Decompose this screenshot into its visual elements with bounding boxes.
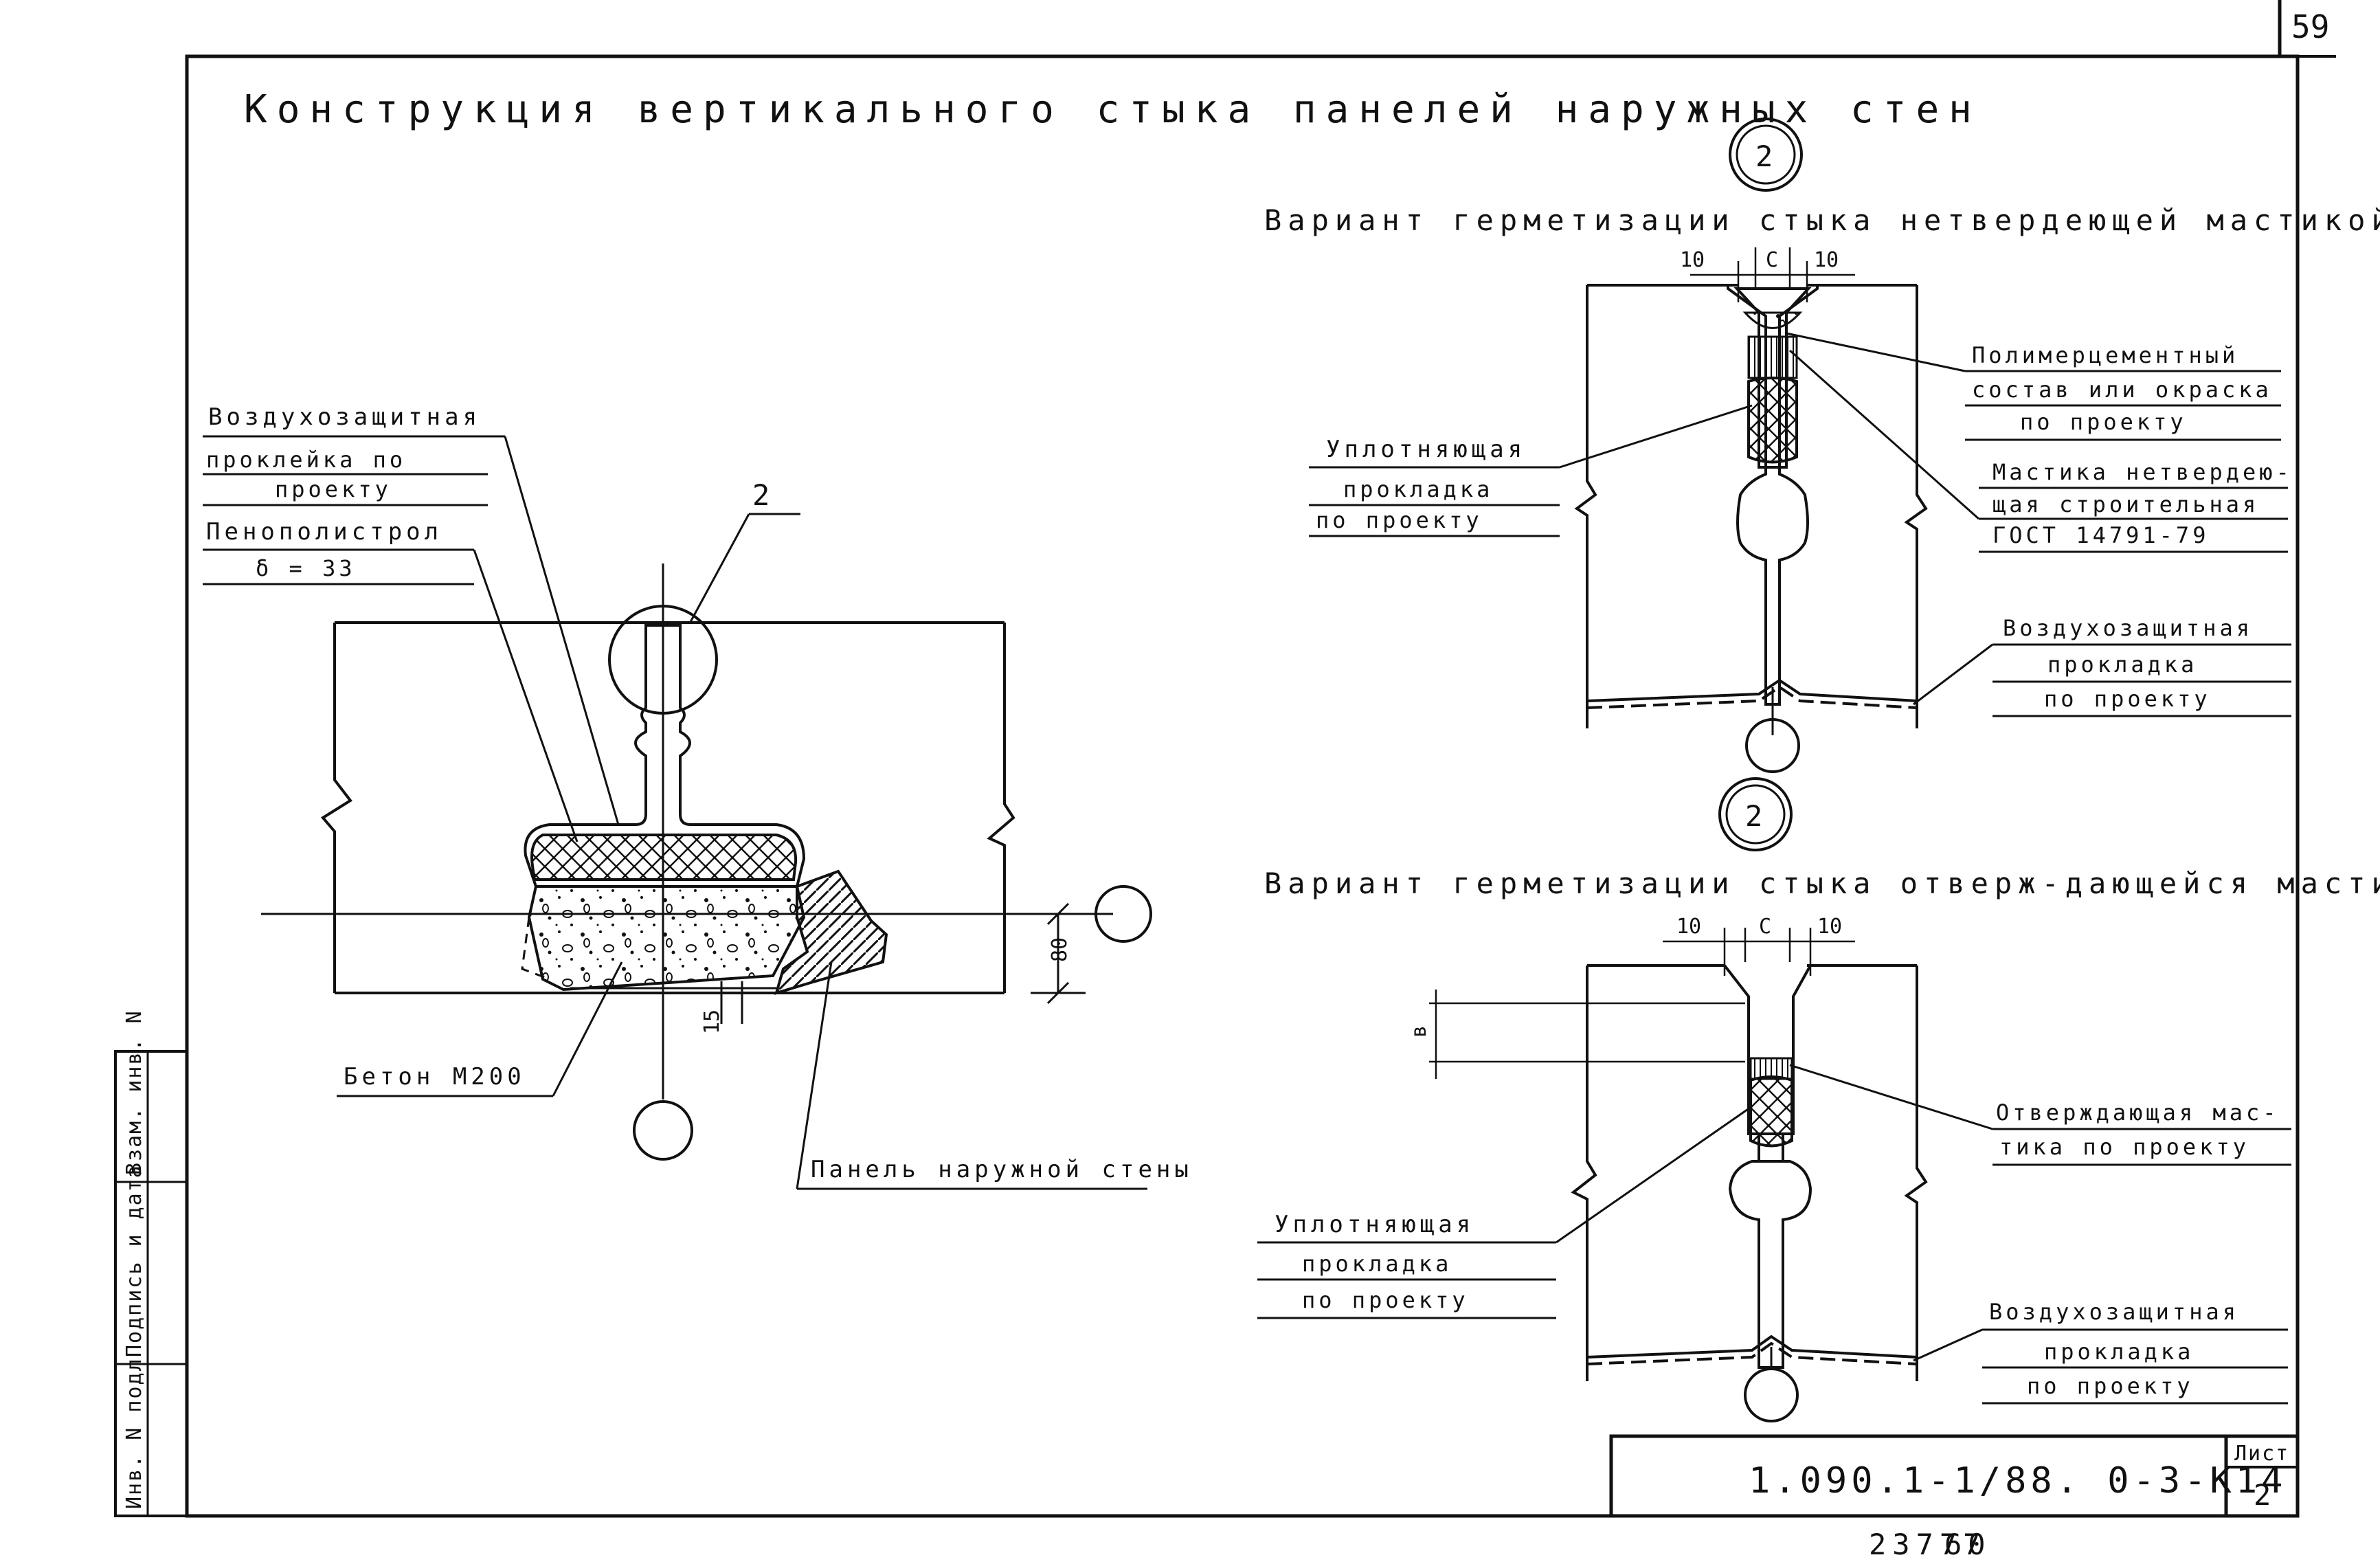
v2-label-curing-1: Отверждающая мас- (1996, 1099, 2280, 1126)
v1-dim-right: 10 (1814, 248, 1839, 272)
v1-label-seal-2: прокладка (1343, 476, 1493, 502)
v1-label-seal-1: Уплотняющая (1326, 436, 1526, 463)
footer-number-1: 23777 (1869, 1528, 1986, 1561)
v1-dim-mid: С (1766, 248, 1778, 272)
v2-dim-right: 10 (1817, 915, 1842, 939)
v1-label-mastic-2: щая строительная (1992, 491, 2259, 517)
label-air-tape-3: проекту (275, 476, 392, 502)
stamp-inv-podl: Инв. N подл (122, 1357, 146, 1509)
variant-1-title: Вариант герметизации стыка нетвердеющей … (1264, 203, 2380, 237)
variant-2-detail: 2 Вариант герметизации стыка отверж-дающ… (1257, 777, 2380, 1422)
dim-15: 15 (700, 1009, 724, 1034)
v1-label-polymer-2: состав или окраска (1972, 377, 2272, 403)
v2-label-seal-2: прокладка (1302, 1251, 1452, 1277)
stamp-signature-date: Подпись и дата (122, 1164, 146, 1357)
sheet-label: Лист (2234, 1442, 2289, 1466)
footer-number-2: 60 (1944, 1528, 1992, 1561)
page-number-box: 59 (2278, 0, 2336, 58)
v2-dim-depth: в (1407, 1025, 1431, 1038)
v1-label-air-2: прокладка (2047, 651, 2197, 678)
v2-dim-left: 10 (1676, 915, 1701, 939)
stamp-vzam-inv: Взам. инв. N (122, 1009, 146, 1175)
v1-label-air-1: Воздухозащитная (2003, 615, 2253, 641)
v2-label-seal-3: по проекту (1302, 1287, 1469, 1313)
v1-label-air-3: по проекту (2044, 686, 2211, 712)
left-callout-number: 2 (752, 478, 776, 512)
v2-dim-mid: С (1759, 915, 1771, 939)
v1-label-mastic-3: ГОСТ 14791-79 (1992, 522, 2209, 548)
label-air-tape-2: проклейка по (206, 447, 406, 473)
variant-2-callout: 2 (1745, 799, 1769, 833)
v1-label-mastic-1: Мастика нетвердею- (1992, 459, 2293, 485)
left-joint-detail: 2 80 15 Воздухозащитная проклейка по пр (203, 403, 1193, 1190)
label-foam-1: Пенополистрол (206, 518, 442, 546)
title-block: 1.090.1-1/88. 0-3-К14 Лист 2 (1609, 1434, 2298, 1516)
page-number: 59 (2291, 8, 2329, 45)
v1-label-seal-3: по проекту (1316, 507, 1483, 533)
v1-dim-left: 10 (1680, 248, 1705, 272)
variant-2-title: Вариант герметизации стыка отверж-дающей… (1264, 867, 2380, 900)
v2-label-seal-1: Уплотняющая (1275, 1211, 1474, 1238)
side-stamp: Инв. N подл Подпись и дата Взам. инв. N (114, 1009, 188, 1517)
label-concrete: Бетон М200 (344, 1063, 526, 1091)
v2-label-air-1: Воздухозащитная (1989, 1299, 2239, 1325)
v2-label-curing-2: тика по проекту (1999, 1134, 2249, 1160)
sheet-title: Конструкция вертикального стыка панелей … (244, 87, 1982, 132)
v1-label-polymer-3: по проекту (2020, 409, 2187, 435)
v2-label-air-3: по проекту (2027, 1373, 2194, 1399)
sheet-number: 2 (2254, 1478, 2277, 1512)
v1-label-polymer-1: Полимерцементный (1972, 342, 2238, 368)
label-air-tape-1: Воздухозащитная (208, 403, 481, 431)
sheet-frame (185, 54, 2300, 1518)
drawing-code: 1.090.1-1/88. 0-3-К14 (1749, 1460, 2287, 1501)
v2-label-air-2: прокладка (2044, 1339, 2194, 1365)
variant-1-detail: 2 Вариант герметизации стыка нетвердеюще… (1264, 118, 2380, 773)
dim-80: 80 (1048, 937, 1072, 962)
label-panel: Панель наружной стены (811, 1156, 1193, 1183)
label-foam-2: δ = 33 (256, 555, 356, 581)
variant-1-callout: 2 (1755, 139, 1779, 173)
